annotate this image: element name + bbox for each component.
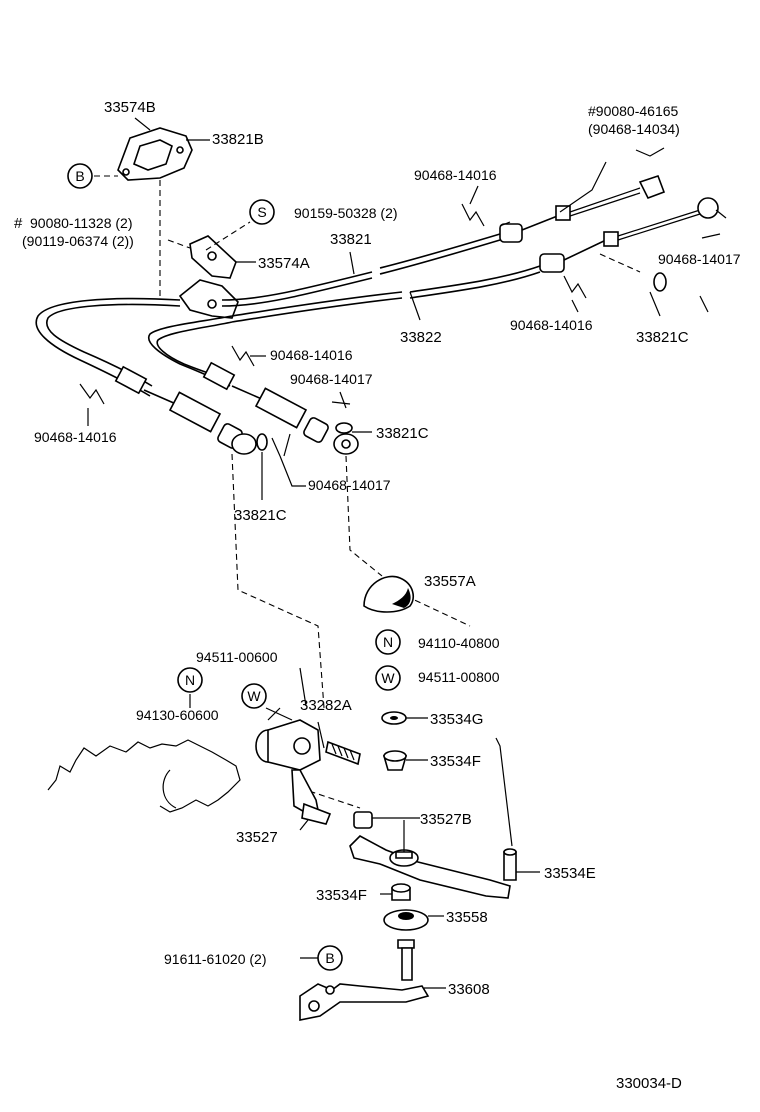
- symbol-w-icon: W: [375, 665, 401, 691]
- label-33557A: 33557A: [424, 573, 476, 590]
- symbol-b-icon: B: [67, 163, 93, 189]
- symbol-n-label-2: N: [185, 672, 195, 688]
- washer-33534G: [381, 711, 407, 725]
- label-33821C-right: 33821C: [636, 329, 689, 346]
- hash-mark: #: [14, 215, 23, 232]
- symbol-w-label: W: [381, 670, 395, 686]
- symbol-b-label-2: B: [325, 950, 334, 966]
- bushing-33534F-top: [382, 750, 408, 771]
- symbol-s-label: S: [257, 204, 266, 220]
- lever-33534E: [349, 835, 517, 899]
- label-33282A: 33282A: [300, 697, 352, 714]
- label-90080-11328: 90080-11328 (2): [30, 215, 132, 231]
- label-90468-14017-right: 90468-14017: [658, 251, 741, 267]
- label-90468-14016-top: 90468-14016: [414, 167, 497, 183]
- label-90080-46165: #90080-46165: [588, 103, 679, 119]
- label-91611-61020: 91611-61020 (2): [164, 951, 266, 967]
- label-94511-00800: 94511-00800: [418, 669, 500, 685]
- washer-33821c-mid: [335, 422, 353, 434]
- cable-end-right: [202, 361, 359, 455]
- symbol-n-icon: N: [375, 629, 401, 655]
- symbol-b-label: B: [75, 168, 84, 184]
- label-33558: 33558: [446, 909, 488, 926]
- label-94511-00600: 94511-00600: [196, 649, 278, 665]
- label-33608: 33608: [448, 981, 490, 998]
- label-90468-14017-low: 90468-14017: [308, 477, 391, 493]
- knob-33557A: [363, 575, 414, 613]
- pin-33282A: [325, 740, 361, 766]
- label-33821C-mid: 33821C: [376, 425, 429, 442]
- cable-bracket: [178, 279, 239, 319]
- label-90468-14016-right: 90468-14016: [510, 317, 593, 333]
- label-90159-50328: 90159-50328 (2): [294, 205, 398, 221]
- washer-33821c-right: [653, 272, 667, 292]
- cable-end-left: [114, 365, 257, 455]
- symbol-n-icon-2: N: [177, 667, 203, 693]
- bushing-33534F-low: [391, 883, 411, 901]
- label-33534F-top: 33534F: [430, 753, 481, 770]
- shaft-33608: [299, 939, 430, 1021]
- label-33527B: 33527B: [420, 811, 472, 828]
- label-90468-14016-mid: 90468-14016: [270, 347, 353, 363]
- label-90468-14016-left: 90468-14016: [34, 429, 117, 445]
- label-33821B: 33821B: [212, 131, 264, 148]
- label-33534G: 33534G: [430, 711, 483, 728]
- shift-lever-33527: [255, 719, 332, 825]
- washer-33821c-low: [256, 433, 268, 451]
- clip-icon: [79, 147, 709, 457]
- diagram-code: 330034-D: [616, 1075, 682, 1092]
- symbol-w-label-2: W: [247, 688, 261, 704]
- cable-33821: [35, 174, 666, 397]
- transmission-outline: [47, 739, 241, 813]
- symbol-b-icon-2: B: [317, 945, 343, 971]
- label-33574A: 33574A: [258, 255, 310, 272]
- label-90468-14034: (90468-14034): [588, 121, 680, 137]
- bushing-33527B: [353, 811, 373, 829]
- label-33822: 33822: [400, 329, 442, 346]
- label-94130-60600: 94130-60600: [136, 707, 219, 723]
- bracket-33574B: [117, 127, 193, 181]
- symbol-s-icon: S: [249, 199, 275, 225]
- retainer-33574A: [189, 235, 237, 279]
- label-33527: 33527: [236, 829, 278, 846]
- symbol-w-icon-2: W: [241, 683, 267, 709]
- label-94110-40800: 94110-40800: [418, 635, 500, 651]
- cable-33822: [147, 197, 727, 387]
- label-90468-14017-mid: 90468-14017: [290, 371, 373, 387]
- label-33534E: 33534E: [544, 865, 596, 882]
- bushing-33558: [383, 909, 429, 931]
- label-33821: 33821: [330, 231, 372, 248]
- symbol-n-label: N: [383, 634, 393, 650]
- label-33821C-low: 33821C: [234, 507, 287, 524]
- label-90119-06374: (90119-06374 (2)): [22, 233, 134, 249]
- label-33534F-low: 33534F: [316, 887, 367, 904]
- label-33574B: 33574B: [104, 99, 156, 116]
